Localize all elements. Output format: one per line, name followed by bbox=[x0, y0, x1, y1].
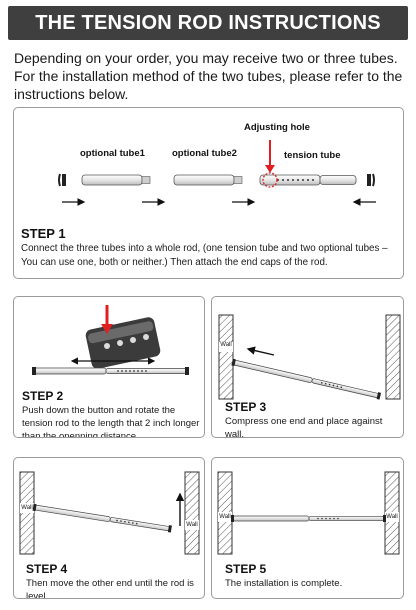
wall-label: Wall bbox=[186, 522, 198, 528]
step3-text: Compress one end and place against wall. bbox=[225, 416, 383, 438]
step5-panel: Wall Wall STEP 5 The installation is com… bbox=[211, 457, 404, 599]
step1-text: Connect the three tubes into a whole rod… bbox=[21, 243, 388, 268]
step3-title: STEP 3 bbox=[225, 400, 267, 414]
tension-rod-icon bbox=[32, 367, 189, 375]
wall-label: Wall bbox=[386, 514, 398, 520]
optional-tube1-icon bbox=[81, 174, 151, 186]
step1-illustration bbox=[58, 140, 376, 206]
intro-text: Depending on your order, you may receive… bbox=[14, 50, 403, 102]
right-end-cap-icon bbox=[367, 173, 375, 187]
step4-title: STEP 4 bbox=[26, 562, 68, 576]
step3-illustration bbox=[218, 314, 401, 400]
step4-text: Then move the other end until the rod is… bbox=[26, 578, 194, 599]
step5-text: The installation is complete. bbox=[225, 578, 343, 589]
optional-tube2-icon bbox=[173, 174, 243, 186]
button-closeup-icon bbox=[85, 305, 161, 369]
left-end-cap-icon bbox=[58, 173, 66, 187]
tension-tube-icon bbox=[259, 140, 357, 188]
wall-label: Wall bbox=[21, 505, 33, 511]
tension-tube-label: tension tube bbox=[284, 150, 341, 161]
step2-title: STEP 2 bbox=[22, 389, 64, 403]
adjusting-hole-label: Adjusting hole bbox=[244, 122, 310, 133]
wall-label: Wall bbox=[219, 514, 231, 520]
optional-tube1-label: optional tube1 bbox=[80, 148, 145, 159]
tension-rod-icon bbox=[32, 503, 172, 533]
step5-title: STEP 5 bbox=[225, 562, 267, 576]
step1-panel: Adjusting hole optional tube1 optional t… bbox=[13, 107, 404, 279]
optional-tube2-label: optional tube2 bbox=[172, 148, 237, 159]
right-wall-icon bbox=[184, 471, 200, 555]
step3-panel: Wall STEP 3 Compress one end and place a… bbox=[211, 296, 404, 438]
right-wall-icon bbox=[385, 314, 401, 400]
step2-panel: STEP 2 Push down the button and rotate t… bbox=[13, 296, 205, 438]
step2-text: Push down the button and rotate the tens… bbox=[22, 405, 200, 438]
tension-rod-icon bbox=[231, 515, 386, 522]
step5-illustration bbox=[217, 471, 400, 555]
step1-title: STEP 1 bbox=[21, 226, 66, 241]
step4-illustration bbox=[19, 471, 200, 555]
tension-rod-icon bbox=[231, 358, 382, 400]
left-wall-icon bbox=[218, 314, 234, 400]
page-title: THE TENSION ROD INSTRUCTIONS bbox=[8, 6, 408, 40]
step2-illustration bbox=[32, 305, 189, 375]
wall-label: Wall bbox=[220, 342, 232, 348]
step4-panel: Wall Wall STEP 4 Then move the other end… bbox=[13, 457, 205, 599]
